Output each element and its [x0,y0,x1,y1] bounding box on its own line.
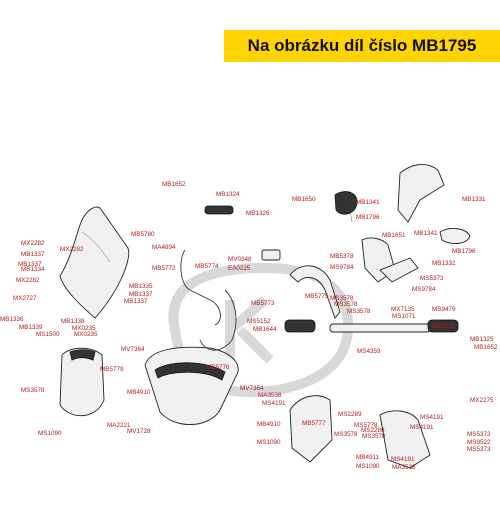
label: MX2282 [60,246,84,253]
part-labels: MB1652 MB1324 MB1326 MB1650 MB1341 MB179… [0,181,498,471]
label: MS4191 [262,400,286,407]
label: MB1338 [61,318,85,325]
label: MB1331 [462,196,486,203]
label: MS1090 [356,463,380,470]
label: MS5373 [420,275,444,282]
label: MB1339 [19,324,43,331]
label: MB1332 [432,260,456,267]
label: EA0225 [228,265,251,272]
label: MS5778 [354,422,378,429]
label: MB1335 [129,283,153,290]
label: MX2282 [16,277,40,284]
label: MV7364 [121,346,145,353]
label: MB1652 [162,181,186,188]
label: MS3578 [347,308,371,315]
side-cover-part [397,163,445,223]
label: MB1644 [253,326,277,333]
label: MB5777 [302,420,326,427]
label: MA2221 [107,422,131,429]
label: MB1325 [470,336,494,343]
label: MB5774 [195,263,219,270]
label: MB1334 [21,266,45,273]
exploded-parts-diagram: MB1652 MB1324 MB1326 MB1650 MB1341 MB179… [0,62,500,500]
part-number-banner: Na obrázku díl číslo MB1795 [224,30,500,62]
label: MS5373 [467,431,491,438]
label: MS9784 [412,286,436,293]
label: MB5775 [305,293,329,300]
label: MS4359 [357,348,381,355]
label: MX2727 [13,295,37,302]
label: MB1324 [216,191,240,198]
label: MA3538 [392,464,416,471]
label: MV0348 [228,256,252,263]
label: MS1500 [36,331,60,338]
label: MX0235 [72,325,96,332]
label: MB5780 [131,231,155,238]
banner: Na obrázku díl číslo MB1795 [0,0,500,62]
lower-cover-part [289,395,431,469]
lens-part [59,347,105,417]
label: MA4894 [152,244,176,251]
label: MB5773 [251,300,275,307]
label: MS5373 [467,446,491,453]
small-mirror-part [439,228,471,244]
label: MB1336 [0,316,24,323]
label: MS3578 [362,433,386,440]
label: MS1090 [257,439,281,446]
front-cover-part [144,346,239,425]
label: MS4191 [420,414,444,421]
label: MS2289 [361,427,385,434]
label: MS2289 [338,411,362,418]
label: MB1341 [356,199,380,206]
label: MB1326 [246,210,270,217]
label: MB1796 [356,214,380,221]
label: MB1328 [432,323,456,330]
label: MS3578 [334,301,358,308]
label: MV7364 [240,385,264,392]
inner-panel-part [361,237,419,283]
label: MB1796 [452,248,476,255]
label: MB5776 [206,364,230,371]
label: MB5772 [152,265,176,272]
label: MA3538 [258,392,282,399]
label: MB4910 [127,389,151,396]
label: MB1337 [18,261,42,268]
label: MS3578 [334,431,358,438]
label: MS5152 [247,318,271,325]
label: MS9479 [432,306,456,313]
label: MB4911 [356,454,379,461]
label: MS1090 [38,430,62,437]
label: MS9784 [330,264,354,271]
label: MB4910 [257,421,281,428]
label: MX2282 [21,240,45,247]
label: MS4191 [410,424,434,431]
label: MX0235 [74,331,98,338]
label: MS3578 [21,387,45,394]
handlebar-part [284,265,459,333]
label: MB5378 [330,253,354,260]
label: MS9522 [467,439,491,446]
label: MS4191 [391,456,415,463]
label: MV1728 [127,428,151,435]
label: MX7135 [391,306,415,313]
label: MB1337 [124,298,148,305]
label: MB5779 [100,366,124,373]
cable-part [180,249,237,351]
label: MB1337 [129,291,153,298]
label: MB1650 [292,196,316,203]
label: MB1337 [21,251,45,258]
label: MB1652 [474,344,498,351]
label: MX2275 [470,397,494,404]
label: MS3578 [330,295,354,302]
mirror-part [334,191,358,223]
label: MB1341 [414,230,438,237]
grip-parts [204,205,281,261]
label: MB1651 [382,232,406,239]
windshield [59,206,130,319]
label: MS1071 [392,313,416,320]
